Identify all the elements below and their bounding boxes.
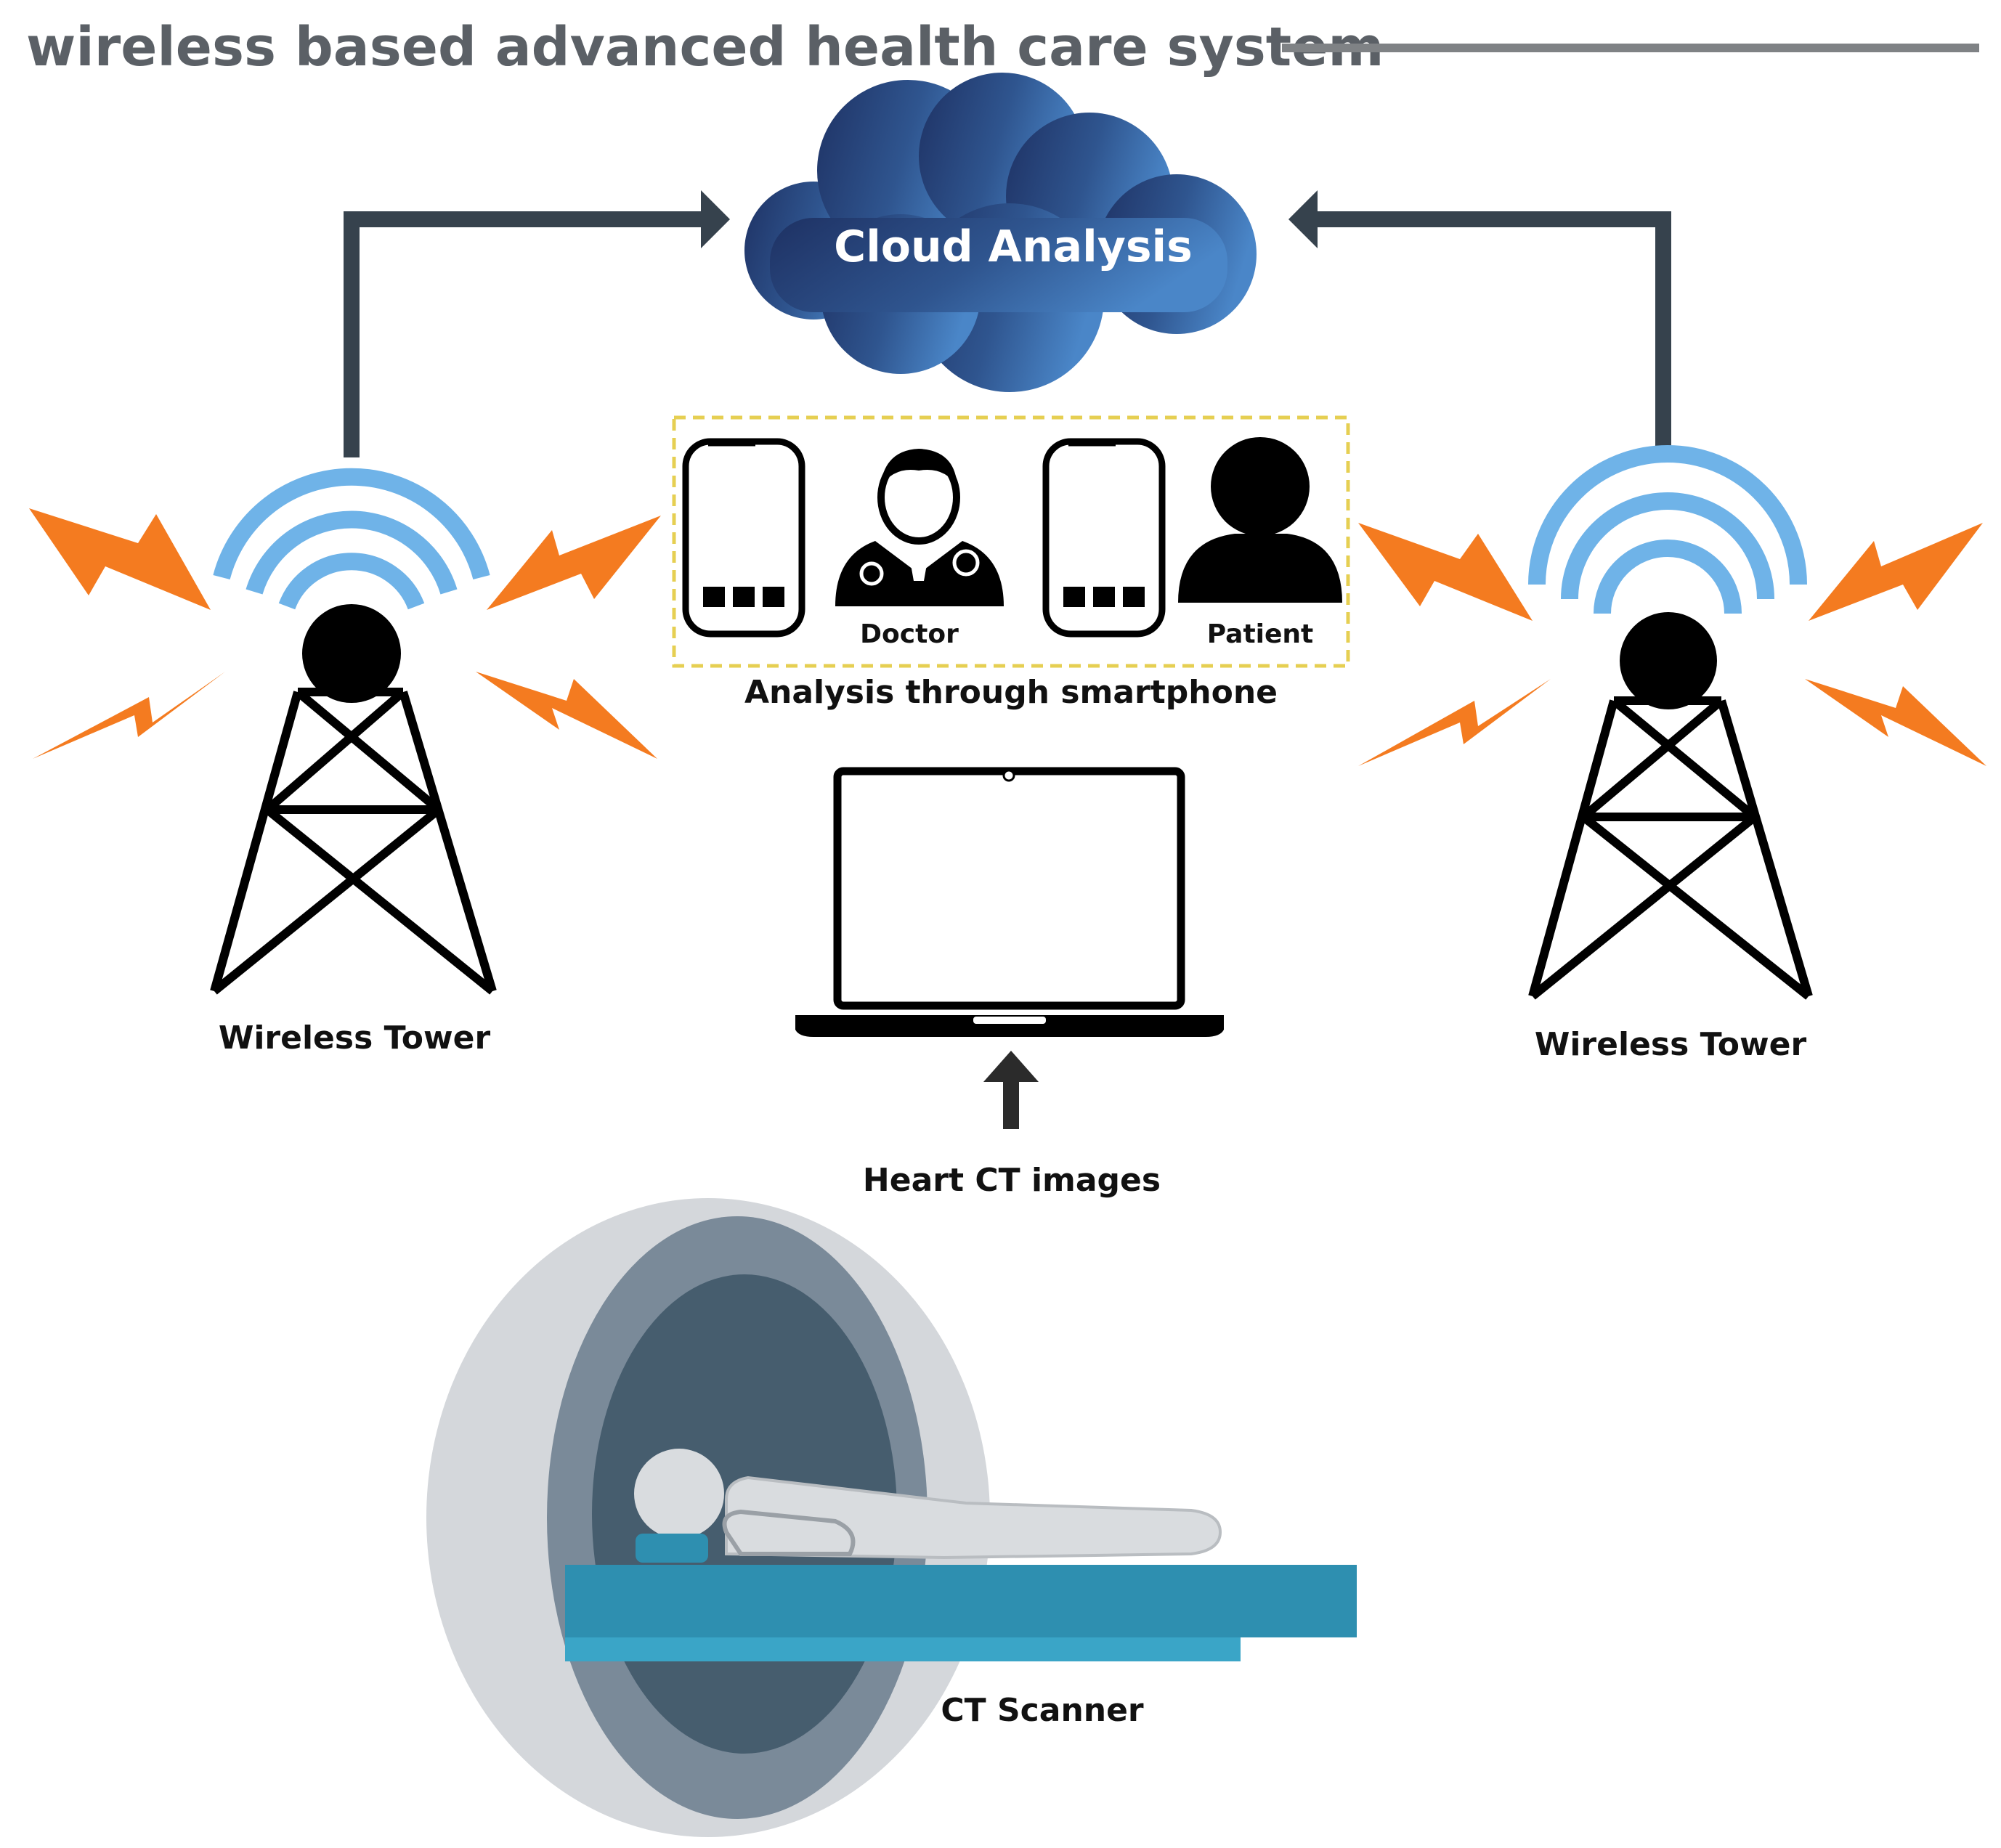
patient-label: Patient bbox=[1207, 619, 1314, 649]
diagram-title: wireless based advanced health care syst… bbox=[26, 16, 1384, 78]
right-arrowhead-icon bbox=[1288, 190, 1318, 248]
tower-antenna-icon bbox=[1620, 612, 1717, 709]
smartphone-panel bbox=[672, 415, 1350, 668]
arrow-up-icon bbox=[983, 1051, 1039, 1129]
heart-ct-label: Heart CT images bbox=[863, 1162, 1161, 1199]
ct-scanner-icon bbox=[426, 1198, 1357, 1837]
left-connector-arrow bbox=[344, 211, 705, 457]
laptop-icon bbox=[795, 767, 1224, 1037]
cloud-label: Cloud Analysis bbox=[834, 221, 1193, 272]
wifi-icon bbox=[213, 468, 490, 610]
left-arrowhead-icon bbox=[701, 190, 730, 248]
smartphone-icon bbox=[1042, 438, 1166, 638]
patient-icon bbox=[1178, 437, 1342, 603]
cloud-icon bbox=[744, 73, 1257, 392]
tower-icon bbox=[1528, 696, 1813, 1000]
doctor-label: Doctor bbox=[860, 619, 959, 649]
right-tower-label: Wireless Tower bbox=[1535, 1026, 1807, 1063]
lightning-icon bbox=[29, 508, 661, 759]
smartphone-caption: Analysis through smartphone bbox=[744, 674, 1278, 711]
smartphone-icon bbox=[682, 438, 805, 638]
wifi-icon bbox=[1528, 445, 1807, 614]
doctor-icon bbox=[835, 449, 1004, 606]
tower-antenna-icon bbox=[302, 604, 401, 703]
lightning-icon bbox=[1358, 523, 1986, 766]
tower-icon bbox=[210, 688, 497, 995]
right-connector-arrow bbox=[1313, 211, 1671, 457]
left-tower-label: Wireless Tower bbox=[219, 1019, 491, 1057]
ct-scanner-label: CT Scanner bbox=[941, 1692, 1144, 1729]
